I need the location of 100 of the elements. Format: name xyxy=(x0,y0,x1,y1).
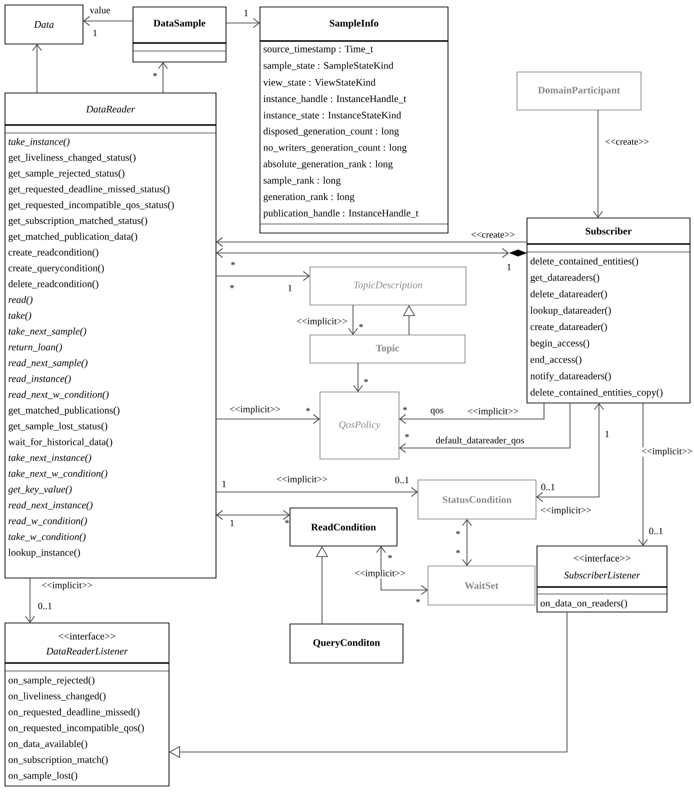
attribute-text: source_timestamp : Time_t xyxy=(264,46,374,54)
multiplicity-label: * xyxy=(403,406,407,410)
method-text: create_readcondition() xyxy=(8,248,98,258)
stereotype-text: <<interface>> xyxy=(58,632,116,640)
multiplicity-label: 0..1 xyxy=(38,602,52,610)
multiplicity-label: * xyxy=(359,324,363,328)
method-text: get_requested_incompatible_qos_status() xyxy=(8,201,174,210)
arrow xyxy=(216,414,320,424)
method-text: notify_datareaders() xyxy=(530,372,611,382)
class-name: TopicDescription xyxy=(354,282,422,290)
arrow xyxy=(399,402,544,424)
multiplicity-label: qos xyxy=(430,408,444,416)
method-text: on_data_on_readers() xyxy=(540,599,627,609)
class-name: Subscriber xyxy=(586,227,632,235)
method-text: take_instance() xyxy=(8,138,70,148)
arrow xyxy=(638,402,648,546)
edge-label: <<implicit>> xyxy=(41,581,93,591)
method-text: create_querycondition() xyxy=(8,264,104,274)
method-text: take_next_sample() xyxy=(8,328,86,337)
method-text: on_data_available() xyxy=(8,740,88,750)
multiplicity-label: * xyxy=(306,408,310,412)
class-name: DataSample xyxy=(154,19,206,29)
multiplicity-label: * xyxy=(230,284,234,288)
multiplicity-label: 0..1 xyxy=(541,484,555,490)
method-text: take() xyxy=(8,312,32,321)
arrow xyxy=(348,304,358,335)
method-text: get_requested_deadline_missed_status() xyxy=(8,185,170,194)
arrow xyxy=(399,402,570,453)
multiplicity-label: * xyxy=(416,598,420,602)
class-name: QosPolicy xyxy=(339,420,380,430)
attribute-text: view_state : ViewStateKind xyxy=(263,78,376,87)
arrow xyxy=(216,271,310,281)
multiplicity-label: 0..1 xyxy=(649,528,663,534)
multiplicity-label: 1 xyxy=(507,264,511,270)
multiplicity-label: * xyxy=(153,72,157,76)
method-text: delete_contained_entities_copy() xyxy=(530,388,662,398)
multiplicity-label: * xyxy=(364,378,368,382)
method-text: on_subscription_match() xyxy=(8,756,108,766)
method-text: end_access() xyxy=(530,356,582,365)
attribute-text: instance_handle : InstanceHandle_t xyxy=(263,95,406,104)
edge-label: <<create>> xyxy=(604,138,650,146)
method-text: on_requested_incompatible_qos() xyxy=(8,724,144,734)
method-text: read_next_w_condition() xyxy=(8,390,109,400)
class-name: Data xyxy=(34,21,54,28)
method-text: read() xyxy=(8,296,33,306)
class-name: DataReaderListener xyxy=(46,647,128,655)
attribute-text: sample_rank : long xyxy=(264,176,340,186)
attribute-text: publication_handle : InstanceHandle_t xyxy=(263,209,418,219)
multiplicity-label: * xyxy=(456,550,460,554)
method-text: get_subscription_matched_status() xyxy=(8,216,148,226)
arrow xyxy=(158,62,168,94)
method-text: read_instance() xyxy=(8,374,71,384)
edge-label: <<implicit>> xyxy=(354,569,406,579)
arrow xyxy=(593,110,603,218)
class-name: DataReader xyxy=(86,105,135,113)
method-text: delete_readcondition() xyxy=(8,280,98,290)
edge-label: <<create>> xyxy=(470,232,516,238)
method-text: get_matched_publication_data() xyxy=(8,232,138,242)
class-name: ReadCondition xyxy=(311,523,376,531)
multiplicity-label: * xyxy=(231,262,235,266)
arrow xyxy=(25,578,35,623)
attribute-text: no_writers_generation_count : long xyxy=(263,144,407,153)
method-text: wait_for_historical_data() xyxy=(8,438,112,448)
method-text: on_sample_lost() xyxy=(8,772,78,781)
method-text: lookup_datareader() xyxy=(530,306,611,316)
method-text: delete_contained_entities() xyxy=(530,257,638,267)
multiplicity-label: 1 xyxy=(288,284,292,292)
method-text: take_next_w_condition() xyxy=(8,470,108,479)
method-text: on_requested_deadline_missed() xyxy=(8,708,140,718)
edge-label: <<implicit>> xyxy=(229,405,281,415)
edge-label: <<implicit>> xyxy=(641,447,693,457)
method-text: get_sample_rejected_status() xyxy=(8,170,124,179)
arrow xyxy=(216,510,290,520)
method-text: on_liveliness_changed() xyxy=(8,692,106,702)
multiplicity-label: 0..1 xyxy=(395,476,409,484)
attribute-text: disposed_generation_count : long xyxy=(264,127,399,137)
method-text: take_w_condition() xyxy=(8,532,86,542)
method-text: lookup_instance() xyxy=(8,548,80,558)
attribute-text: absolute_generation_rank : long xyxy=(264,160,393,170)
arrow xyxy=(353,362,363,392)
multiplicity-label: * xyxy=(285,520,289,524)
class-name: SubscriberListener xyxy=(564,571,640,579)
arrow xyxy=(536,403,604,502)
arrow xyxy=(462,519,472,566)
class-name: WaitSet xyxy=(464,582,498,590)
multiplicity-label: 1 xyxy=(244,10,248,16)
class-name: DomainParticipant xyxy=(538,86,620,96)
arrow xyxy=(226,18,260,28)
method-text: delete_datareader() xyxy=(530,290,607,300)
method-text: read_next_instance() xyxy=(8,501,92,510)
arrow xyxy=(216,248,527,258)
edge-label: default_datareader_qos xyxy=(435,436,525,446)
multiplicity-label: 1 xyxy=(93,30,97,36)
multiplicity-label: * xyxy=(388,554,392,558)
method-text: get_datareaders() xyxy=(530,274,600,283)
method-text: on_sample_rejected() xyxy=(8,676,94,686)
edge-label: <<implicit>> xyxy=(276,475,328,485)
arrow xyxy=(169,612,568,758)
multiplicity-label: * xyxy=(456,530,460,534)
stereotype-text: <<interface>> xyxy=(574,554,630,562)
